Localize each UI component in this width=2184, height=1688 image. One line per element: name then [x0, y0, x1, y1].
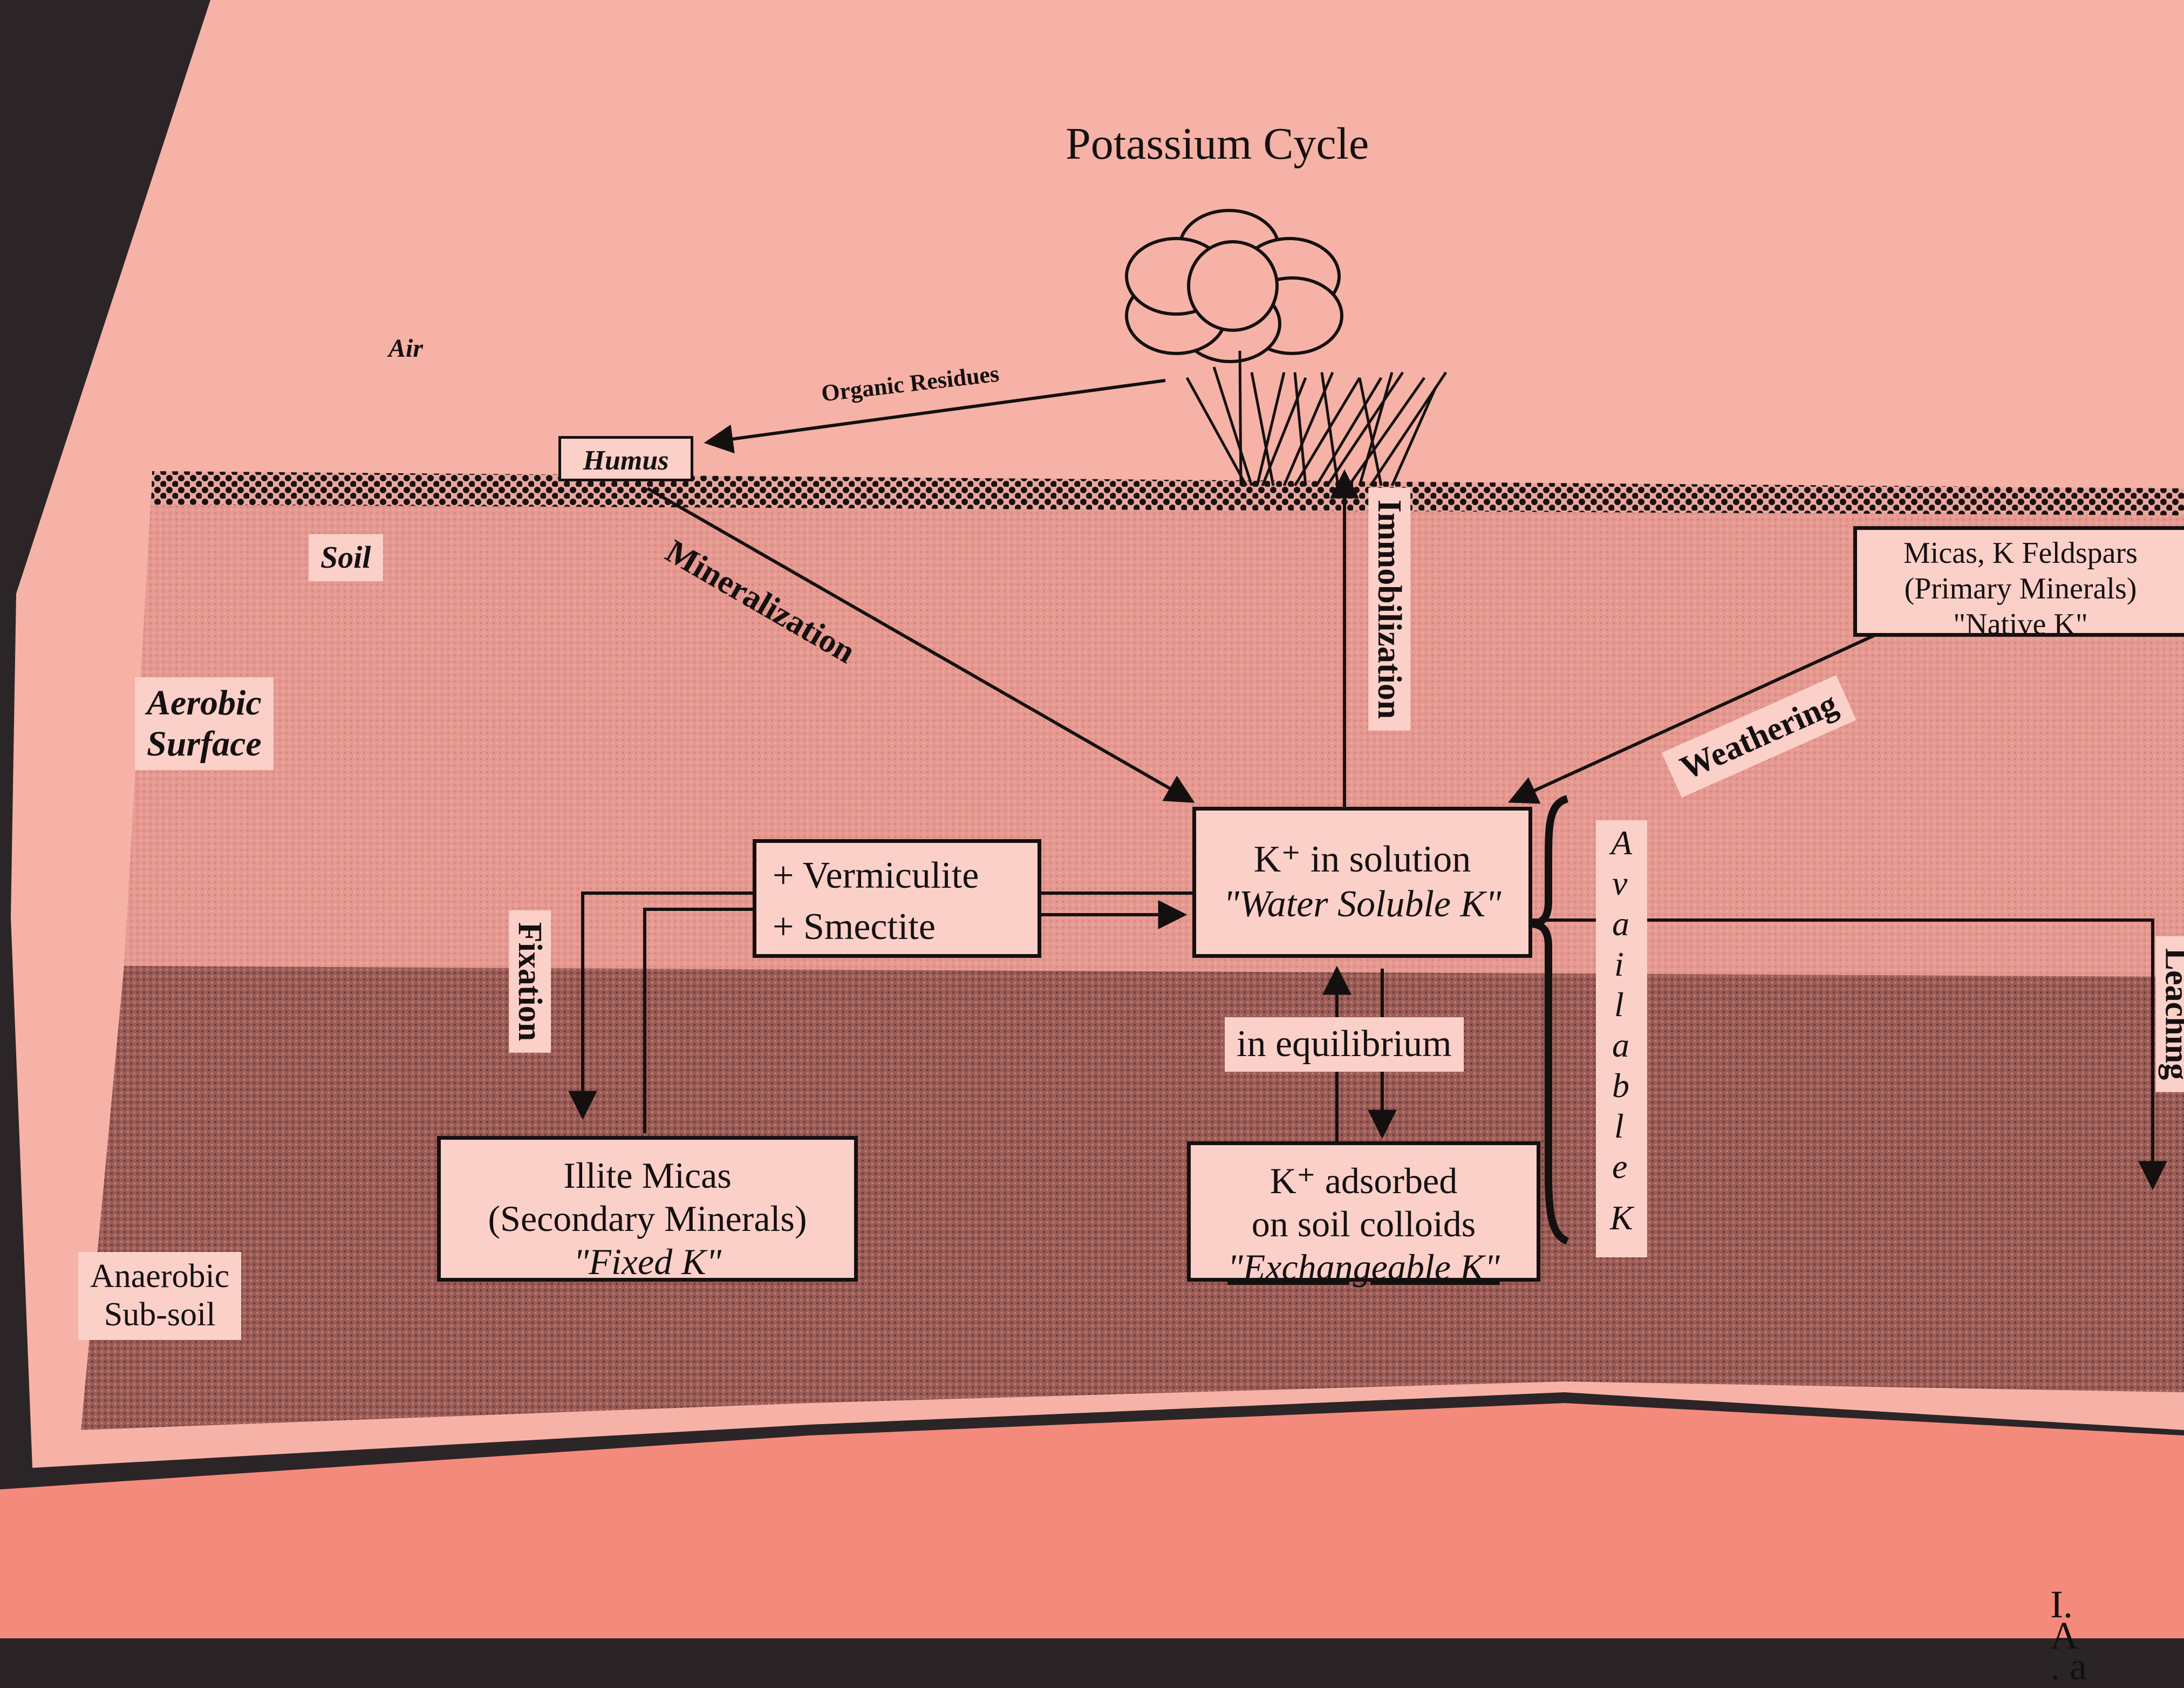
corner-line-2: A [2050, 1621, 2087, 1652]
available-letter-a2: a [1612, 907, 1629, 941]
aerobic-line-2: Surface [147, 724, 262, 765]
corner-line-3: . a [2050, 1651, 2087, 1683]
k-solution-line-2: "Water Soluble K" [1196, 882, 1528, 927]
primary-minerals-line-1: Micas, K Feldspars [1857, 535, 2184, 571]
vermiculite-line-2: + Smectite [773, 905, 1038, 950]
available-letter-l2: l [1614, 1109, 1624, 1144]
anaerobic-line-2: Sub-soil [90, 1296, 229, 1334]
diagram-graphics [0, 0, 2184, 1638]
available-k-label: A v a i l a b l e K [1596, 820, 1647, 1257]
k-adsorbed-line-1: K⁺ adsorbed [1191, 1159, 1537, 1202]
available-letter-l: l [1614, 988, 1624, 1022]
leaching-label: Leaching [2155, 936, 2184, 1092]
immobilization-label: Immobilization [1368, 488, 1410, 731]
primary-minerals-line-2: (Primary Minerals) [1857, 571, 2184, 607]
available-letter-e: e [1612, 1149, 1627, 1184]
equilibrium-label: in equilibrium [1225, 1017, 1464, 1072]
zone-aerobic-label: Aerobic Surface [135, 677, 274, 770]
vermiculite-box: + Vermiculite + Smectite [753, 839, 1041, 958]
primary-minerals-line-3: "Native K" [1857, 607, 2184, 642]
k-solution-box: K⁺ in solution "Water Soluble K" [1192, 807, 1532, 958]
available-letter-a3: a [1612, 1028, 1629, 1063]
potassium-cycle-page: Potassium Cycle Air Soil Aerobic Surface… [0, 0, 2184, 1638]
illite-line-2: (Secondary Minerals) [441, 1197, 854, 1240]
k-adsorbed-line-3: "Exchangeable K" [1191, 1245, 1537, 1289]
primary-minerals-box: Micas, K Feldspars (Primary Minerals) "N… [1853, 526, 2184, 637]
k-solution-line-1: K⁺ in solution [1196, 838, 1528, 882]
vermiculite-line-1: + Vermiculite [773, 854, 1038, 899]
anaerobic-line-1: Anaerobic [90, 1257, 229, 1296]
illite-micas-box: Illite Micas (Secondary Minerals) "Fixed… [437, 1136, 858, 1282]
illite-line-1: Illite Micas [441, 1154, 854, 1197]
aerobic-line-1: Aerobic [147, 683, 262, 724]
fixation-label: Fixation [509, 910, 551, 1053]
zone-air-label: Air [388, 336, 423, 362]
k-adsorbed-box: K⁺ adsorbed on soil colloids "Exchangeab… [1187, 1141, 1540, 1282]
illite-line-3: "Fixed K" [441, 1240, 854, 1283]
available-letter-a: A [1611, 826, 1632, 860]
zone-soil-label: Soil [309, 534, 383, 581]
k-adsorbed-line-2: on soil colloids [1191, 1202, 1537, 1245]
anaerobic-subsoil [81, 966, 2184, 1430]
available-letter-i: i [1614, 947, 1624, 982]
available-letter-b: b [1612, 1068, 1629, 1103]
available-letter-v: v [1612, 866, 1627, 901]
diagram-title: Potassium Cycle [1066, 121, 1369, 167]
available-letter-k: K [1610, 1201, 1633, 1235]
zone-anaerobic-label: Anaerobic Sub-soil [78, 1252, 241, 1340]
humus-box: Humus [558, 436, 693, 481]
next-page-corner-text: I. A . a [2050, 1589, 2087, 1683]
